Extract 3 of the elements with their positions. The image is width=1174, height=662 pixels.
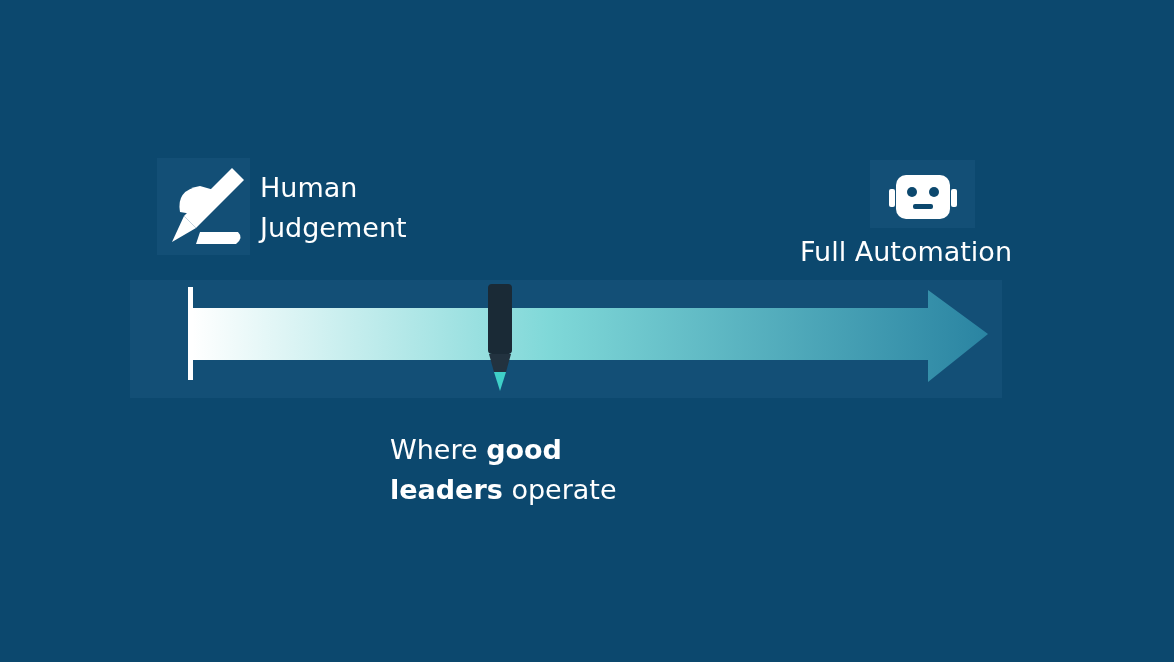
end-label: Human Judgement [260,171,408,245]
end-label: Full Automation [800,235,1013,269]
annotation-text: Where good leaders operate [390,433,618,507]
